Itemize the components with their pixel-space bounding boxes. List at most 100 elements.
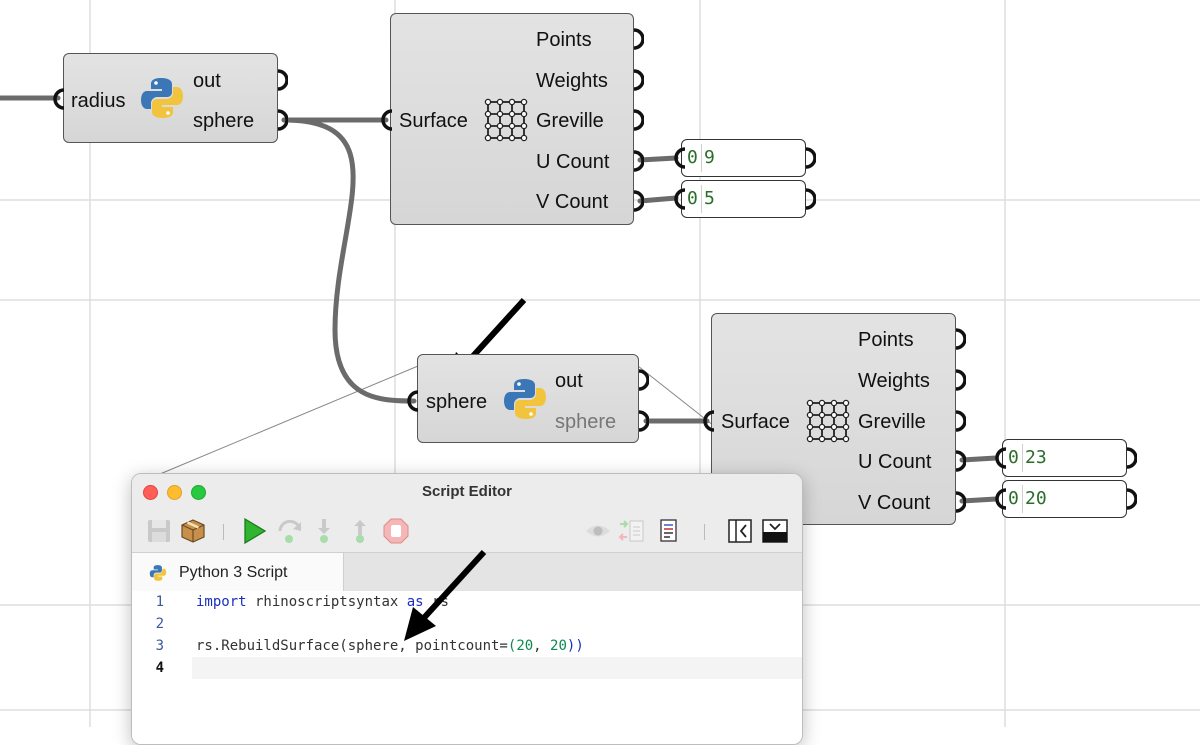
line-number: 1	[155, 594, 164, 610]
output-grip-icon[interactable]	[1125, 447, 1137, 469]
panel-u-count-2[interactable]: 0 23	[1002, 439, 1127, 477]
output-grip-icon[interactable]	[804, 188, 816, 210]
step-out-icon[interactable]	[346, 517, 374, 545]
output-label-v-count: V Count	[536, 191, 609, 213]
step-into-icon[interactable]	[310, 517, 338, 545]
output-label-u-count: U Count	[858, 451, 932, 473]
wire-ucount-1	[637, 155, 679, 163]
tab-python-3-script[interactable]: Python 3 Script	[132, 553, 344, 591]
close-window-button[interactable]	[143, 485, 158, 500]
tuple-close: ))	[566, 638, 584, 654]
output-grip-icon[interactable]	[1125, 488, 1137, 510]
stop-icon[interactable]	[382, 517, 410, 545]
keyword-import: import	[196, 594, 247, 610]
input-grip-icon[interactable]	[52, 88, 66, 110]
python-script-node-2[interactable]	[417, 354, 639, 443]
output-label-out: out	[555, 370, 583, 392]
watch-icon[interactable]	[584, 517, 612, 545]
output-grip-icon[interactable]	[954, 450, 966, 472]
toggle-console-icon[interactable]	[761, 517, 789, 545]
surface-grid-icon	[806, 399, 850, 443]
panel-v-count-2[interactable]: 0 20	[1002, 480, 1127, 518]
script-editor-window[interactable]: Script Editor Python 3 Script 1 2 3 4	[131, 473, 803, 745]
collapse-panel-icon[interactable]	[726, 517, 754, 545]
keyword-as: as	[406, 594, 424, 610]
panel-index: 0	[687, 147, 698, 168]
input-label-surface: Surface	[721, 411, 790, 433]
panel-value: 9	[704, 147, 715, 168]
output-grip-icon[interactable]	[632, 190, 644, 212]
tuple-open: (	[507, 638, 517, 654]
output-grip-icon[interactable]	[637, 410, 649, 432]
output-grip-icon[interactable]	[954, 491, 966, 513]
output-grip-icon[interactable]	[954, 328, 966, 350]
minimize-window-button[interactable]	[167, 485, 182, 500]
output-grip-icon[interactable]	[632, 69, 644, 91]
output-grip-icon[interactable]	[954, 369, 966, 391]
save-icon[interactable]	[145, 517, 173, 545]
input-grip-icon[interactable]	[702, 410, 716, 432]
wire-vcount-1	[637, 195, 679, 204]
input-grip-icon[interactable]	[994, 447, 1008, 469]
editor-toolbar	[132, 508, 802, 553]
panel-divider	[1022, 444, 1023, 472]
output-grip-icon[interactable]	[632, 28, 644, 50]
code-line-1: import rhinoscriptsyntax as rs	[196, 591, 449, 613]
wire-sphere-to-sphere-2	[281, 117, 417, 404]
line-number: 3	[155, 638, 164, 654]
panel-divider	[1022, 485, 1023, 513]
code-line-3: rs.RebuildSurface(sphere, pointcount=(20…	[196, 635, 584, 657]
output-grip-icon[interactable]	[276, 69, 288, 91]
output-grip-icon[interactable]	[954, 410, 966, 432]
input-grip-icon[interactable]	[380, 109, 394, 131]
function-call: rs.RebuildSurface(sphere, pointcount=	[196, 638, 508, 654]
window-title: Script Editor	[421, 483, 512, 500]
module-name: rhinoscriptsyntax	[246, 594, 407, 610]
python-logo-icon	[504, 379, 546, 419]
input-grip-icon[interactable]	[673, 188, 687, 210]
input-grip-icon[interactable]	[994, 488, 1008, 510]
input-grip-icon[interactable]	[406, 390, 420, 412]
panel-value: 20	[1025, 488, 1047, 509]
code-editor[interactable]: 1 2 3 4 import rhinoscriptsyntax as rs r…	[132, 549, 802, 744]
surface-grid-icon	[484, 98, 528, 142]
output-label-greville: Greville	[536, 110, 604, 132]
line-number: 4	[155, 660, 164, 676]
panel-u-count-1[interactable]: 0 9	[681, 139, 806, 177]
document-icon[interactable]	[654, 517, 682, 545]
title-bar[interactable]: Script Editor	[132, 474, 802, 508]
input-label-radius: radius	[71, 90, 126, 112]
output-label-greville: Greville	[858, 411, 926, 433]
output-grip-icon[interactable]	[637, 369, 649, 391]
comma: ,	[533, 638, 551, 654]
wire-ucount-2	[959, 455, 999, 463]
tab-label: Python 3 Script	[179, 564, 288, 581]
panel-v-count-1[interactable]: 0 5	[681, 180, 806, 218]
output-label-weights: Weights	[536, 70, 608, 92]
line-number: 2	[155, 616, 164, 632]
input-label-sphere: sphere	[426, 391, 488, 413]
output-label-sphere: sphere	[555, 411, 617, 433]
panel-index: 0	[687, 188, 698, 209]
number-literal: 20	[550, 638, 567, 654]
toolbar-separator	[223, 524, 224, 540]
zoom-window-button[interactable]	[191, 485, 206, 500]
output-grip-icon[interactable]	[276, 109, 288, 131]
output-label-weights: Weights	[858, 370, 930, 392]
output-grip-icon[interactable]	[804, 147, 816, 169]
package-icon[interactable]	[179, 517, 207, 545]
input-grip-icon[interactable]	[673, 147, 687, 169]
panel-divider	[701, 144, 702, 172]
step-over-icon[interactable]	[276, 517, 304, 545]
annotation-arrow-code	[404, 549, 487, 641]
compare-icon[interactable]	[618, 517, 646, 545]
run-icon[interactable]	[240, 517, 268, 545]
panel-index: 0	[1008, 488, 1019, 509]
toolbar-separator	[704, 524, 705, 540]
python-logo-icon	[149, 565, 167, 581]
number-literal: 20	[516, 638, 534, 654]
output-grip-icon[interactable]	[632, 109, 644, 131]
output-label-out: out	[193, 70, 221, 92]
output-label-points: Points	[858, 329, 914, 351]
output-grip-icon[interactable]	[632, 150, 644, 172]
